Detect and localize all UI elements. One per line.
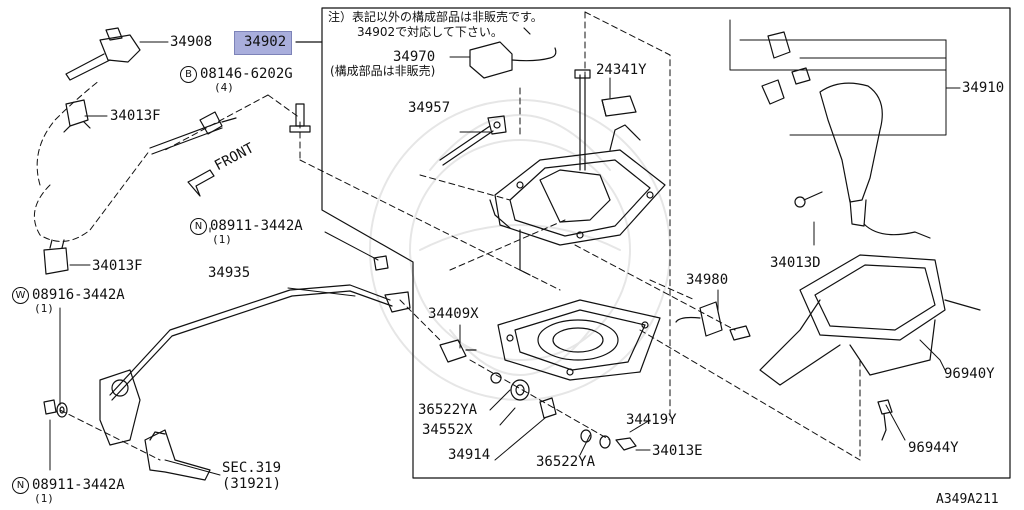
part-label-34409X[interactable]: 34409X: [428, 306, 479, 322]
clip-34013F-top: [63, 99, 91, 133]
bolt-prefix-icon: B: [180, 66, 197, 83]
section-reference[interactable]: SEC.319: [222, 460, 282, 476]
assembly-frames: [295, 7, 1011, 479]
bolt-08146: [289, 103, 311, 133]
part-label-34552X[interactable]: 34552X: [422, 422, 473, 438]
part-label-34902[interactable]: 34902: [244, 34, 287, 50]
washer-prefix-icon: W: [12, 287, 29, 304]
part-label-96940Y[interactable]: 96940Y: [944, 366, 995, 382]
nut-08911-bottom: [43, 399, 57, 415]
knob-34910: [761, 31, 931, 239]
part-label-08911-3442A-top[interactable]: 08911-3442A: [210, 218, 303, 234]
solenoid-34409X: [439, 339, 477, 363]
part-label-34419Y[interactable]: 34419Y: [626, 412, 677, 428]
part-label-96944Y[interactable]: 96944Y: [908, 440, 959, 456]
part-label-34013F-mid[interactable]: 34013F: [92, 258, 143, 274]
part-label-34935[interactable]: 34935: [208, 265, 251, 281]
qty-08146: (4): [214, 81, 234, 94]
rod-34935: [99, 284, 411, 481]
qty-08911-top: (1): [212, 233, 232, 246]
part-label-34980[interactable]: 34980: [686, 272, 729, 288]
nut-08911-top: [373, 255, 389, 271]
selected-part-highlight: [234, 31, 292, 55]
cushion-24341Y: [601, 95, 637, 117]
part-label-36522YA-a[interactable]: 36522YA: [418, 402, 478, 418]
note-line-1: 注）表記以外の構成部品は非販売です。: [328, 10, 543, 24]
part-label-34013F-top[interactable]: 34013F: [110, 108, 161, 124]
cable-end-34908: [65, 27, 141, 81]
cable-rod: [149, 111, 237, 155]
part-label-34908[interactable]: 34908: [170, 34, 213, 50]
part-label-34910[interactable]: 34910: [962, 80, 1005, 96]
base-plate: [497, 299, 661, 381]
section-reference-number: (31921): [222, 476, 282, 492]
bulb-96944Y: [877, 399, 893, 441]
nut-prefix-icon-top: N: [190, 218, 207, 235]
indicator-96940Y: [759, 254, 981, 386]
clip-34013F-mid: [43, 239, 69, 275]
part-label-34957[interactable]: 34957: [408, 100, 451, 116]
qty-08916: (1): [34, 302, 54, 315]
part-label-08911-3442A-bottom[interactable]: 08911-3442A: [32, 477, 125, 493]
bushing-parts: [490, 372, 637, 451]
diagram-id: A349A211: [936, 492, 999, 507]
part-label-34013E[interactable]: 34013E: [652, 443, 703, 459]
screw-34013D: [794, 191, 823, 208]
note-34970-not-sold: (構成部品は非販売): [330, 64, 436, 78]
part-label-34970[interactable]: 34970: [393, 49, 436, 65]
solid-leaders: [49, 19, 961, 476]
note-line-2: 34902で対応して下さい。: [357, 25, 503, 39]
dashed-leaders: [33, 11, 861, 461]
washer-08916: [56, 402, 68, 418]
part-label-08146-6202G[interactable]: 08146-6202G: [200, 66, 293, 82]
nut-prefix-icon-bottom: N: [12, 477, 29, 494]
part-label-36522YA-b[interactable]: 36522YA: [536, 454, 596, 470]
bracket-34980: [675, 301, 751, 341]
part-label-34013D[interactable]: 34013D: [770, 255, 821, 271]
front-arrow-icon: [187, 169, 215, 197]
part-label-08916-3442A[interactable]: 08916-3442A: [32, 287, 125, 303]
part-label-34914[interactable]: 34914: [448, 447, 491, 463]
part-label-24341Y[interactable]: 24341Y: [596, 62, 647, 78]
shifter-assembly: [489, 69, 666, 276]
switch-34970: [469, 27, 557, 79]
qty-08911-bottom: (1): [34, 492, 54, 505]
rod-34957: [439, 115, 507, 166]
